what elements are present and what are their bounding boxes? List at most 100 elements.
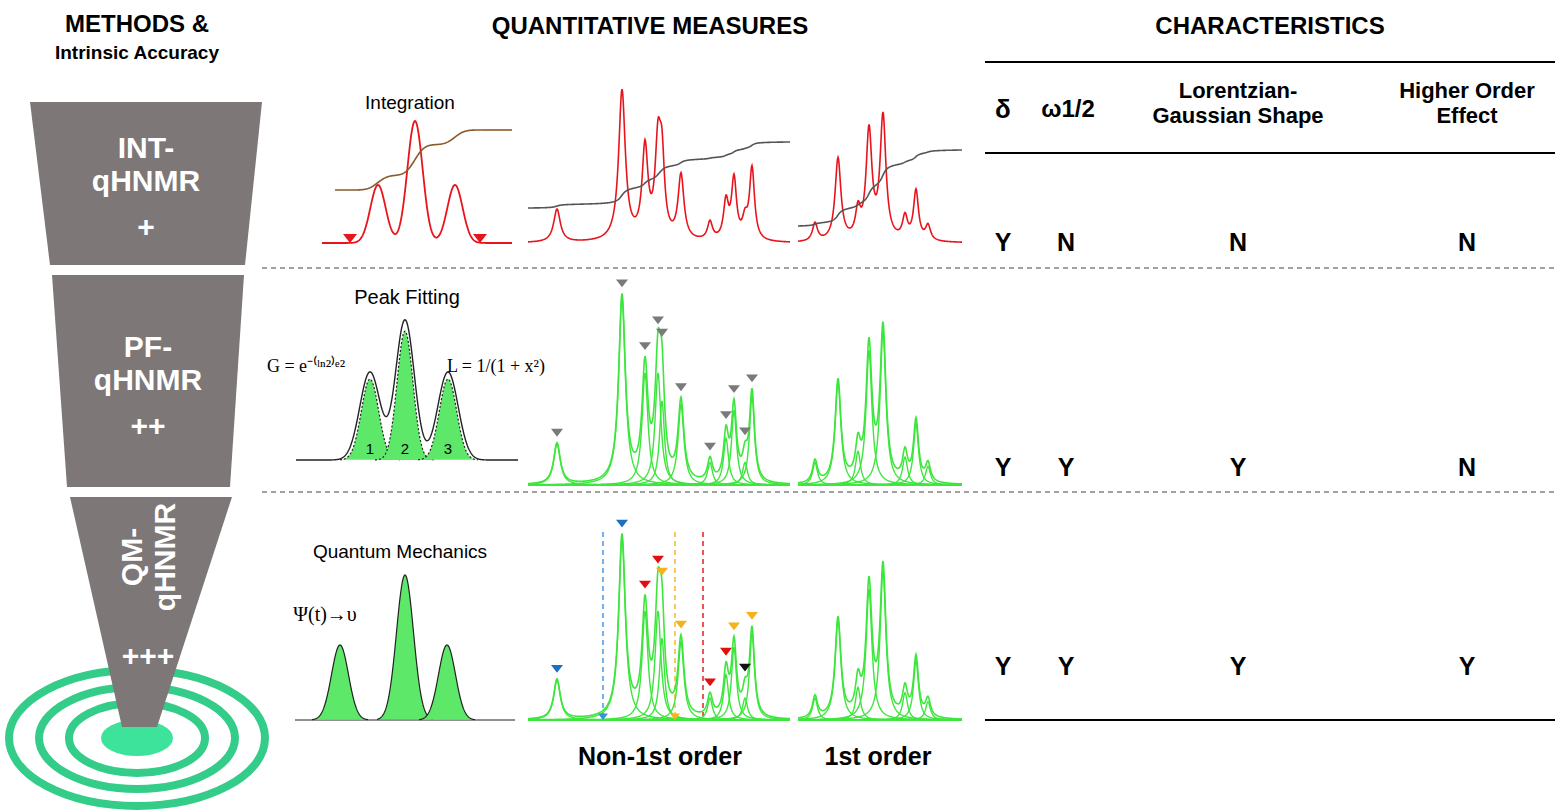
label-holder: Non-1st order — [530, 742, 790, 771]
table-rule — [985, 152, 1555, 154]
spin-system-divider — [702, 532, 703, 716]
band-text-holder: QM- qHNMR — [115, 497, 181, 617]
peak-marker — [739, 427, 751, 435]
spectrum — [528, 89, 790, 242]
integration-limit — [343, 234, 357, 243]
rules — [262, 62, 1555, 720]
peak-marker — [675, 621, 687, 629]
label-holder: Y — [1445, 652, 1489, 681]
spectrum-type-label: 1st order — [825, 742, 932, 770]
peak-marker — [728, 622, 740, 630]
peak-number: 3 — [444, 440, 452, 457]
fitted-peak — [418, 379, 478, 460]
label-holder: Y — [981, 652, 1025, 681]
label-holder: Lorentzian-Gaussian Shape — [1138, 78, 1338, 129]
quantum-mechanics-row — [295, 520, 962, 720]
band-shape — [30, 102, 262, 265]
peak-marker — [720, 648, 732, 656]
table-header: Lorentzian-Gaussian Shape — [1152, 78, 1323, 128]
table-header: ω1/2 — [1041, 95, 1095, 122]
table-cell: Y — [1230, 453, 1247, 481]
peak-marker — [639, 581, 651, 589]
label-holder: δ — [983, 95, 1023, 125]
table-cell: N — [1458, 228, 1476, 256]
funnel-band: PF- qHNMR ++ — [52, 275, 244, 487]
table-cell: N — [1458, 453, 1476, 481]
band-text-holder: + — [116, 210, 176, 243]
label-holder: Y — [981, 453, 1025, 482]
formula: Ψ(t)→υ — [293, 603, 357, 625]
band-text-holder: PF- qHNMR — [68, 330, 228, 396]
example-spectrum — [296, 320, 518, 460]
integration-limit — [473, 234, 487, 243]
formula: G = e⁻⁽ˡⁿ²⁾ᵉ² — [267, 356, 345, 376]
spectrum-type-label: Non-1st order — [578, 742, 742, 770]
label-holder: Y — [981, 228, 1025, 257]
peak-marker — [675, 383, 687, 391]
table-cell: Y — [1459, 652, 1476, 680]
table-cell: Y — [1230, 652, 1247, 680]
label-holder: Y — [1044, 652, 1088, 681]
peak-marker — [746, 374, 758, 382]
label-holder: Intrinsic Accuracy — [2, 42, 272, 64]
peak-marker — [704, 678, 716, 686]
label-holder: Peak Fitting — [327, 286, 487, 309]
fitted-component — [798, 571, 962, 720]
fitted-component — [528, 611, 790, 720]
peak-marker — [616, 520, 628, 528]
table-rule — [985, 719, 1555, 721]
integral-curve — [482, 129, 512, 131]
table-rule — [985, 61, 1555, 63]
peak-marker — [746, 612, 758, 620]
fitted-component — [798, 332, 962, 485]
funnel-band: QM- qHNMR+++ — [70, 497, 232, 729]
spectrum — [528, 293, 790, 483]
fitted-component — [528, 373, 790, 485]
peak-marker — [656, 568, 668, 576]
label-holder: Y — [1216, 652, 1260, 681]
label-holder: L = 1/(1 + x²) — [431, 356, 561, 377]
label-holder: 3 — [438, 440, 458, 458]
peak-number: 1 — [366, 440, 374, 457]
example-spectrum — [322, 121, 512, 243]
column-heading: CHARACTERISTICS — [1155, 12, 1384, 39]
label-holder: Y — [1216, 453, 1260, 482]
spectrum — [798, 112, 962, 242]
integral-curve — [335, 130, 482, 190]
label-holder: Higher Order Effect — [1377, 78, 1555, 129]
fitted-component — [528, 463, 790, 485]
accuracy-rating: ++ — [130, 409, 165, 442]
table-header: δ — [995, 94, 1011, 124]
peak-marker — [652, 317, 664, 325]
fitted-component — [528, 698, 790, 720]
table-cell: Y — [1058, 453, 1075, 481]
spin-system-marker — [598, 714, 608, 721]
accuracy-rating: + — [137, 210, 155, 243]
label-holder: G = e⁻⁽ˡⁿ²⁾ᵉ² — [246, 356, 366, 377]
method-caption: Integration — [365, 92, 455, 113]
table-header: Higher Order Effect — [1399, 78, 1535, 128]
spectrum — [528, 533, 790, 718]
spectrum — [798, 322, 962, 484]
peak-marker — [551, 665, 563, 673]
label-holder: Ψ(t)→υ — [275, 603, 375, 626]
method-name: QM- qHNMR — [115, 497, 181, 617]
simulated-peak — [312, 645, 368, 720]
simulated-peak — [377, 575, 433, 719]
peak-marker — [739, 664, 751, 672]
peak-number: 2 — [401, 440, 409, 457]
integral-curve — [798, 150, 962, 226]
label-holder: N — [1216, 228, 1260, 257]
fitted-component — [528, 611, 790, 720]
spin-system-marker — [670, 714, 680, 721]
method-name: PF- qHNMR — [68, 330, 228, 396]
spin-system-divider — [602, 532, 603, 716]
fitted-component — [528, 373, 790, 485]
label-holder: ω1/2 — [1033, 95, 1103, 123]
fitted-component — [528, 463, 790, 485]
column-heading: QUANTITATIVE MEASURES — [492, 12, 808, 39]
band-shape — [70, 497, 232, 727]
label-holder: Y — [1044, 453, 1088, 482]
label-holder: Quantum Mechanics — [290, 541, 510, 563]
